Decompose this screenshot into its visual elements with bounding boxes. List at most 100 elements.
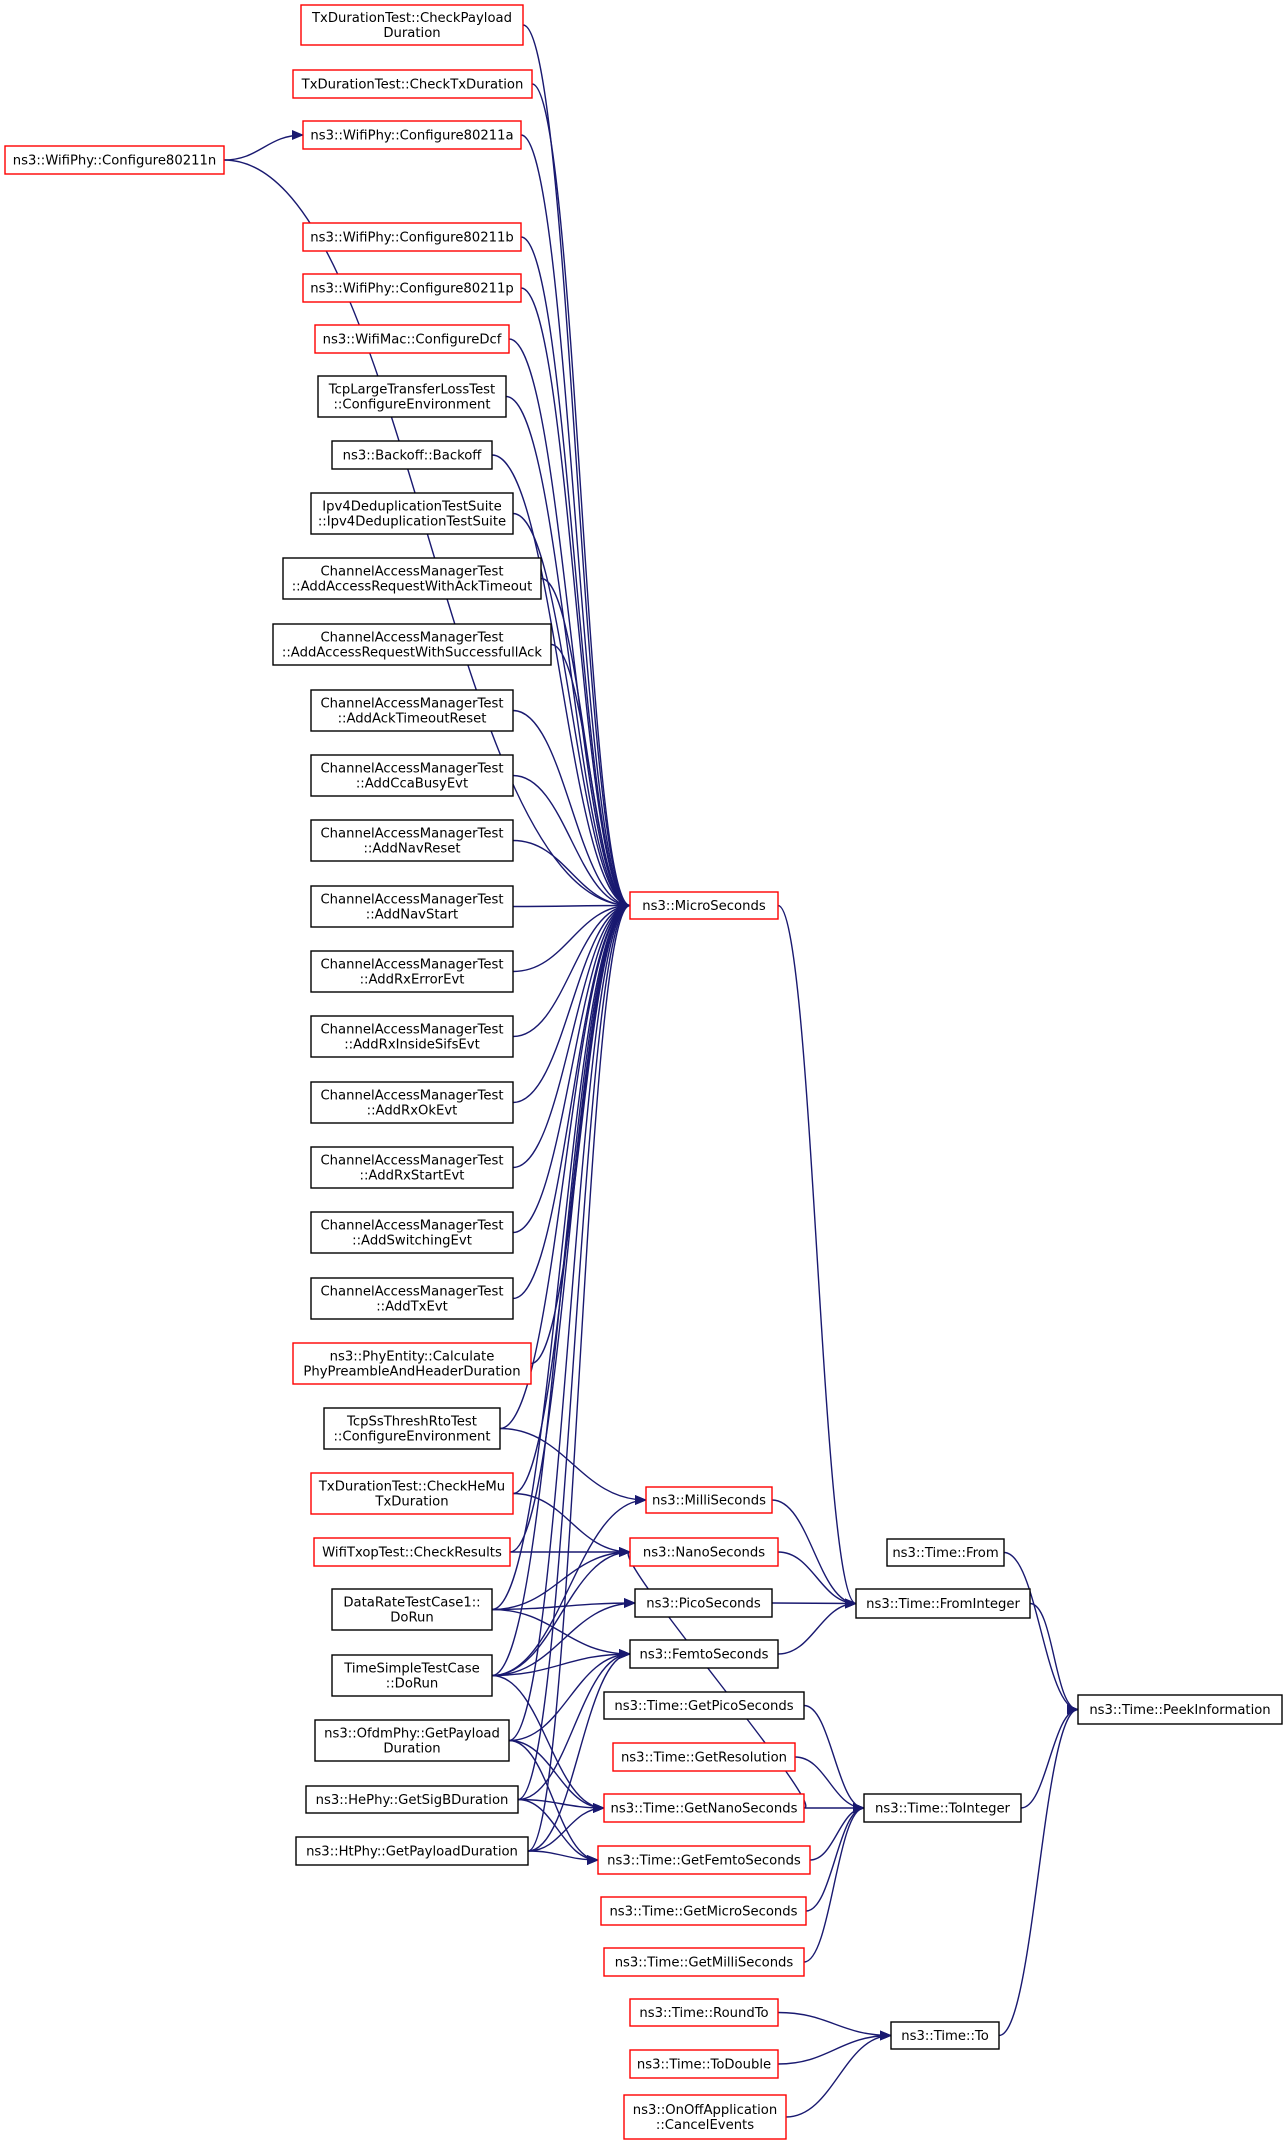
node-configure80211p[interactable]: ns3::WifiPhy::Configure80211p <box>302 273 522 303</box>
node-addacktimeout[interactable]: ChannelAccessManagerTest::AddAckTimeoutR… <box>310 689 514 732</box>
node-hephy[interactable]: ns3::HePhy::GetSigBDuration <box>305 1785 519 1814</box>
node-addswitching[interactable]: ChannelAccessManagerTest::AddSwitchingEv… <box>310 1211 514 1254</box>
node-box-configuredcf <box>314 324 510 354</box>
node-timesimple[interactable]: TimeSimpleTestCase::DoRun <box>331 1654 493 1697</box>
node-label-addccabusy-0: ChannelAccessManagerTest <box>320 762 503 777</box>
node-box-ofdmphy <box>314 1719 510 1762</box>
node-label-tcpssthresh-1: ::ConfigureEnvironment <box>333 1430 490 1445</box>
node-getmicroseconds[interactable]: ns3::Time::GetMicroSeconds <box>600 1896 807 1926</box>
node-label-getfemtoseconds-0: ns3::Time::GetFemtoSeconds <box>607 1854 801 1869</box>
node-addnavstart[interactable]: ChannelAccessManagerTest::AddNavStart <box>310 885 514 928</box>
node-milliseconds[interactable]: ns3::MilliSeconds <box>645 1486 773 1514</box>
node-wifitxop[interactable]: WifiTxopTest::CheckResults <box>313 1537 511 1567</box>
node-label-getmilliseconds-0: ns3::Time::GetMilliSeconds <box>615 1956 794 1971</box>
node-addrxerror[interactable]: ChannelAccessManagerTest::AddRxErrorEvt <box>310 950 514 993</box>
edge-checkhemu-to-microseconds <box>512 900 631 1495</box>
node-addaccesssuccess[interactable]: ChannelAccessManagerTest::AddAccessReque… <box>272 623 552 666</box>
node-getpicoseconds[interactable]: ns3::Time::GetPicoSeconds <box>603 1691 805 1720</box>
node-addnavreset[interactable]: ChannelAccessManagerTest::AddNavReset <box>310 819 514 862</box>
node-phyentitycalc[interactable]: ns3::PhyEntity::CalculatePhyPreambleAndH… <box>292 1342 532 1385</box>
node-picoseconds[interactable]: ns3::PicoSeconds <box>634 1588 773 1618</box>
node-label-tcplargetransfer-1: ::ConfigureEnvironment <box>333 398 490 413</box>
node-label-milliseconds-0: ns3::MilliSeconds <box>652 1494 766 1509</box>
node-label-to-0: ns3::Time::To <box>901 2029 989 2044</box>
node-label-backoff-0: ns3::Backoff::Backoff <box>343 449 483 464</box>
edge-addccabusy-to-microseconds <box>512 774 631 911</box>
node-frominteger[interactable]: ns3::Time::FromInteger <box>855 1588 1031 1619</box>
node-box-htphy <box>295 1836 529 1866</box>
edge-dataratetest-to-femtoseconds <box>491 1608 631 1659</box>
node-label-checkhemu-0: TxDurationTest::CheckHeMu <box>318 1480 505 1495</box>
edge-hephy-to-getnanoseconds <box>517 1798 605 1813</box>
node-htphy[interactable]: ns3::HtPhy::GetPayloadDuration <box>295 1836 529 1866</box>
node-getresolution[interactable]: ns3::Time::GetResolution <box>612 1742 796 1772</box>
node-box-hephy <box>305 1785 519 1814</box>
node-box-getfemtoseconds <box>597 1845 811 1875</box>
node-configure80211n[interactable]: ns3::WifiPhy::Configure80211n <box>4 145 225 175</box>
node-label-htphy-0: ns3::HtPhy::GetPayloadDuration <box>306 1845 518 1860</box>
node-label-ofdmphy-0: ns3::OfdmPhy::GetPayload <box>324 1727 500 1742</box>
node-box-backoff <box>331 440 493 470</box>
node-dataratetest[interactable]: DataRateTestCase1::DoRun <box>331 1588 493 1631</box>
node-label-timesimple-1: ::DoRun <box>386 1677 438 1692</box>
node-tcplargetransfer[interactable]: TcpLargeTransferLossTest::ConfigureEnvir… <box>317 375 507 418</box>
edge-htphy-to-getfemtoseconds <box>527 1850 599 1865</box>
node-label-configure80211a-0: ns3::WifiPhy::Configure80211a <box>310 129 513 144</box>
node-box-femtoseconds <box>629 1639 779 1669</box>
node-box-tcpssthresh <box>323 1407 501 1450</box>
node-box-addtx <box>310 1277 514 1320</box>
node-label-getpicoseconds-0: ns3::Time::GetPicoSeconds <box>614 1699 793 1714</box>
node-nanoseconds[interactable]: ns3::NanoSeconds <box>629 1537 779 1567</box>
node-box-getpicoseconds <box>603 1691 805 1720</box>
node-getfemtoseconds[interactable]: ns3::Time::GetFemtoSeconds <box>597 1845 811 1875</box>
node-box-configure80211n <box>4 145 225 175</box>
node-label-checktxduration-0: TxDurationTest::CheckTxDuration <box>301 78 524 93</box>
edge-ofdmphy-to-femtoseconds <box>508 1649 631 1742</box>
node-microseconds[interactable]: ns3::MicroSeconds <box>629 891 779 920</box>
node-addccabusy[interactable]: ChannelAccessManagerTest::AddCcaBusyEvt <box>310 754 514 797</box>
node-addtx[interactable]: ChannelAccessManagerTest::AddTxEvt <box>310 1277 514 1320</box>
node-configure80211b[interactable]: ns3::WifiPhy::Configure80211b <box>302 222 522 252</box>
node-label-canceleventsonoff-1: ::CancelEvents <box>656 2118 754 2133</box>
node-configure80211a[interactable]: ns3::WifiPhy::Configure80211a <box>302 120 522 150</box>
node-to[interactable]: ns3::Time::To <box>890 2021 1000 2050</box>
node-checktxduration[interactable]: TxDurationTest::CheckTxDuration <box>292 69 533 99</box>
node-roundto[interactable]: ns3::Time::RoundTo <box>629 1998 779 2027</box>
node-addrxinsidesifs[interactable]: ChannelAccessManagerTest::AddRxInsideSif… <box>310 1015 514 1058</box>
node-label-addnavreset-1: ::AddNavReset <box>363 842 460 857</box>
edge-configuredcf-to-microseconds <box>508 338 631 911</box>
node-label-configure80211b-0: ns3::WifiPhy::Configure80211b <box>310 231 514 246</box>
node-getmilliseconds[interactable]: ns3::Time::GetMilliSeconds <box>603 1947 805 1977</box>
edge-configure80211n-to-configure80211a <box>223 130 304 161</box>
node-ipv4dedup[interactable]: Ipv4DeduplicationTestSuite::Ipv4Deduplic… <box>310 492 514 535</box>
node-label-microseconds-0: ns3::MicroSeconds <box>642 899 766 914</box>
node-box-ipv4dedup <box>310 492 514 535</box>
node-addrxstart[interactable]: ChannelAccessManagerTest::AddRxStartEvt <box>310 1146 514 1189</box>
node-label-addacktimeout-1: ::AddAckTimeoutReset <box>338 712 487 727</box>
node-configuredcf[interactable]: ns3::WifiMac::ConfigureDcf <box>314 324 510 354</box>
node-label-phyentitycalc-0: ns3::PhyEntity::Calculate <box>330 1350 495 1365</box>
node-box-dataratetest <box>331 1588 493 1631</box>
node-addaccessack[interactable]: ChannelAccessManagerTest::AddAccessReque… <box>282 557 542 600</box>
node-canceleventsonoff[interactable]: ns3::OnOffApplication::CancelEvents <box>623 2094 787 2140</box>
node-getnanoseconds[interactable]: ns3::Time::GetNanoSeconds <box>603 1793 805 1823</box>
edge-from-to-peekinformation <box>1003 1551 1079 1715</box>
edge-ipv4dedup-to-microseconds <box>512 512 631 911</box>
node-femtoseconds[interactable]: ns3::FemtoSeconds <box>629 1639 779 1669</box>
edge-htphy-to-femtoseconds <box>527 1649 631 1852</box>
node-tcpssthresh[interactable]: TcpSsThreshRtoTest::ConfigureEnvironment <box>323 1407 501 1450</box>
node-tointeger[interactable]: ns3::Time::ToInteger <box>863 1793 1022 1823</box>
node-box-addnavstart <box>310 885 514 928</box>
node-ofdmphy[interactable]: ns3::OfdmPhy::GetPayloadDuration <box>314 1719 510 1762</box>
node-box-addrxerror <box>310 950 514 993</box>
node-label-ipv4dedup-1: ::Ipv4DeduplicationTestSuite <box>318 515 506 530</box>
node-label-addrxinsidesifs-1: ::AddRxInsideSifsEvt <box>344 1038 480 1053</box>
node-addrxok[interactable]: ChannelAccessManagerTest::AddRxOkEvt <box>310 1081 514 1124</box>
node-from[interactable]: ns3::Time::From <box>886 1538 1005 1567</box>
edge-addrxerror-to-microseconds <box>512 900 631 973</box>
node-todouble[interactable]: ns3::Time::ToDouble <box>629 2049 779 2079</box>
node-label-ofdmphy-1: Duration <box>383 1742 440 1757</box>
node-backoff[interactable]: ns3::Backoff::Backoff <box>331 440 493 470</box>
